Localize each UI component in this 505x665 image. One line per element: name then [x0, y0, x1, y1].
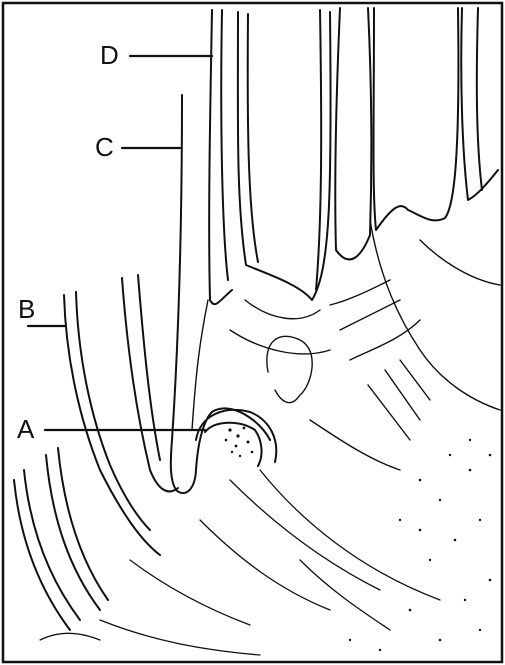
tube-b: [64, 275, 178, 555]
tube-right-upper: [335, 8, 498, 259]
tube-c: [171, 95, 270, 493]
lower-tissue: [40, 470, 440, 655]
tube-left-small: [14, 448, 108, 630]
stipple-dots: [225, 427, 492, 652]
label-c: C: [95, 134, 114, 160]
label-b: B: [18, 296, 35, 322]
label-a: A: [17, 416, 34, 442]
gland-a: [196, 410, 276, 466]
connective-tissue: [192, 220, 500, 470]
label-d: D: [100, 42, 119, 68]
tube-d: [209, 10, 330, 304]
